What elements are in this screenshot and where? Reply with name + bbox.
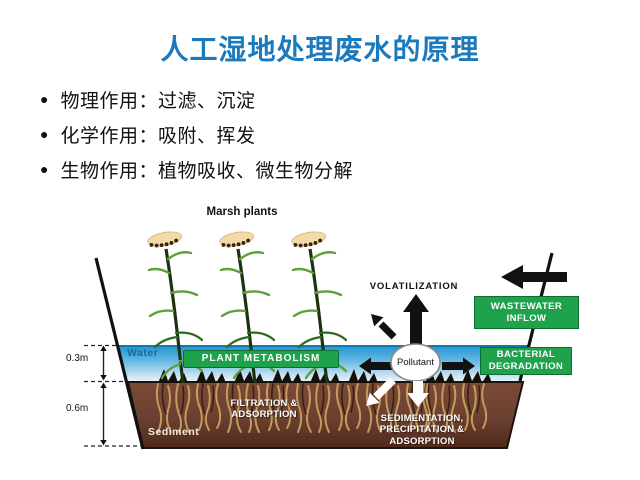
bullet-item: ● 化学作用：吸附、挥发 [40,123,353,147]
wetland-diagram: WASTEWATER INFLOW BACTERIAL DEGRADATION … [0,196,640,480]
marsh-plants-label: Marsh plants [206,206,278,218]
bullet-text: 生物作用：植物吸收、微生物分解 [60,160,353,182]
sedimentation-down-arrow-icon [407,381,429,407]
bullet-item: ● 物理作用：过滤、沉淀 [40,88,353,112]
bullet-marker-icon: ● [40,91,49,107]
pollutant-right-arrow-icon [442,357,475,375]
diffusion-upleft-arrow-icon [371,314,397,340]
bullet-text: 化学作用：吸附、挥发 [60,125,256,147]
bacterial-degradation-box: BACTERIAL DEGRADATION [480,347,572,375]
water-depth-label: 0.3m [66,353,89,364]
wetland-diagram-graphic [84,228,567,450]
pollutant-left-arrow-icon [359,357,392,375]
depth-markers [84,344,142,447]
filtration-downleft-arrow-icon [366,377,396,406]
bullet-list: ● 物理作用：过滤、沉淀 ● 化学作用：吸附、挥发 ● 生物作用：植物吸收、微生… [40,88,353,193]
sediment-label: Sediment [148,426,200,438]
bullet-item: ● 生物作用：植物吸收、微生物分解 [40,158,353,182]
sedimentation-process-label: SEDIMENTATION, PRECIPITATION & ADSORPTIO… [379,413,465,447]
page-title: 人工湿地处理废水的原理 [160,34,480,65]
wastewater-inflow-arrow-icon [501,265,567,289]
bullet-marker-icon: ● [40,126,49,142]
volatilization-arrow-icon [403,294,429,344]
water-label: Water [127,347,159,359]
plant-metabolism-box: PLANT METABOLISM [183,350,339,368]
pollutant-label: Pollutant [397,357,434,368]
basin-left-wall [94,257,145,450]
filtration-adsorption-label: FILTRATION & ADSORPTION [230,398,298,421]
wastewater-inflow-box: WASTEWATER INFLOW [474,296,579,329]
bullet-text: 物理作用：过滤、沉淀 [60,90,256,112]
sediment-depth-label: 0.6m [66,403,89,414]
volatilization-label: VOLATILIZATION [369,281,459,292]
bullet-marker-icon: ● [40,161,49,177]
